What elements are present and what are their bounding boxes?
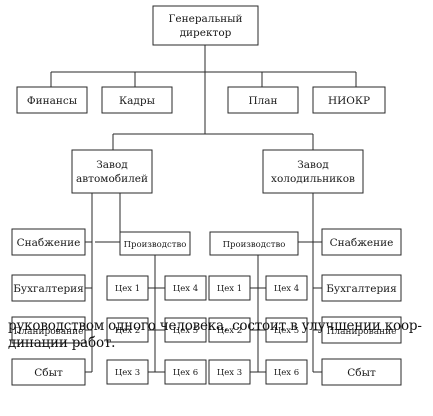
right-shop-6-node: Цех 6 bbox=[265, 359, 308, 385]
plant-auto-node: Завод автомобилей bbox=[71, 149, 153, 194]
right-planning-node: Планирование bbox=[321, 316, 402, 344]
right-shop-6-label: Цех 6 bbox=[274, 368, 299, 378]
left-shop-1-node: Цех 1 bbox=[106, 275, 149, 301]
plant-fridge-node: Завод холодильников bbox=[262, 149, 364, 194]
left-shop-6-label: Цех 6 bbox=[173, 368, 198, 378]
right-production-label: Производство bbox=[223, 240, 286, 250]
overlay-line-1: руководством одного человека, состоит в … bbox=[8, 318, 422, 334]
plan-node: План bbox=[227, 86, 299, 114]
right-shop-1-label: Цех 1 bbox=[217, 284, 242, 294]
right-shop-1-node: Цех 1 bbox=[208, 275, 251, 301]
left-sales-label: Сбыт bbox=[34, 367, 63, 379]
left-shop-4-node: Цех 4 bbox=[164, 275, 207, 301]
overlay-line-2: динации работ. bbox=[8, 335, 116, 351]
plant-auto-label-1: Завод bbox=[96, 159, 128, 171]
left-supply-label: Снабжение bbox=[17, 237, 81, 249]
right-shop-4-label: Цех 4 bbox=[274, 284, 299, 294]
ceo-label-1: Генеральный bbox=[168, 13, 242, 25]
right-shop-5-node: Цех 5 bbox=[265, 317, 308, 343]
left-shop-2-label: Цех 2 bbox=[115, 326, 140, 336]
right-supply-label: Снабжение bbox=[330, 237, 394, 249]
left-shop-4-label: Цех 4 bbox=[173, 284, 198, 294]
right-shop-4-node: Цех 4 bbox=[265, 275, 308, 301]
left-production-node: Производство bbox=[119, 231, 191, 256]
left-shop-5-label: Цех 5 bbox=[173, 326, 198, 336]
right-planning-label: Планирование bbox=[327, 327, 397, 337]
plant-fridge-label-1: Завод bbox=[297, 159, 329, 171]
ceo-node: Генеральный директор bbox=[152, 5, 259, 46]
right-sales-node: Сбыт bbox=[321, 358, 402, 386]
plant-auto-label-2: автомобилей bbox=[76, 173, 148, 185]
ceo-label-2: директор bbox=[180, 27, 232, 39]
right-sales-label: Сбыт bbox=[347, 367, 376, 379]
left-shop-3-label: Цех 3 bbox=[115, 368, 140, 378]
left-shop-3-node: Цех 3 bbox=[106, 359, 149, 385]
left-accounting-node: Бухгалтерия bbox=[11, 274, 86, 302]
overlay-paragraph: руководством одного человека, состоит в … bbox=[8, 318, 433, 352]
right-shop-3-label: Цех 3 bbox=[217, 368, 242, 378]
left-shop-5-node: Цех 5 bbox=[164, 317, 207, 343]
left-planning-node: Планирование bbox=[11, 316, 86, 344]
right-shop-2-label: Цех 2 bbox=[217, 326, 242, 336]
left-planning-label: Планирование bbox=[14, 327, 84, 337]
right-shop-3-node: Цех 3 bbox=[208, 359, 251, 385]
right-accounting-node: Бухгалтерия bbox=[321, 274, 402, 302]
right-production-node: Производство bbox=[209, 231, 299, 256]
left-production-label: Производство bbox=[124, 240, 187, 250]
left-shop-1-label: Цех 1 bbox=[115, 284, 140, 294]
finance-label: Финансы bbox=[27, 95, 77, 107]
right-shop-2-node: Цех 2 bbox=[208, 317, 251, 343]
plant-fridge-label-2: холодильников bbox=[271, 173, 355, 185]
hr-label: Кадры bbox=[119, 95, 155, 107]
left-shop-2-node: Цех 2 bbox=[106, 317, 149, 343]
rnd-node: НИОКР bbox=[312, 86, 386, 114]
left-accounting-label: Бухгалтерия bbox=[13, 283, 84, 295]
left-sales-node: Сбыт bbox=[11, 358, 86, 386]
hr-node: Кадры bbox=[101, 86, 173, 114]
right-shop-5-label: Цех 5 bbox=[274, 326, 299, 336]
right-supply-node: Снабжение bbox=[321, 228, 402, 256]
finance-node: Финансы bbox=[16, 86, 88, 114]
plan-label: План bbox=[248, 95, 277, 107]
rnd-label: НИОКР bbox=[328, 95, 370, 107]
left-supply-node: Снабжение bbox=[11, 228, 86, 256]
right-accounting-label: Бухгалтерия bbox=[326, 283, 397, 295]
left-shop-6-node: Цех 6 bbox=[164, 359, 207, 385]
